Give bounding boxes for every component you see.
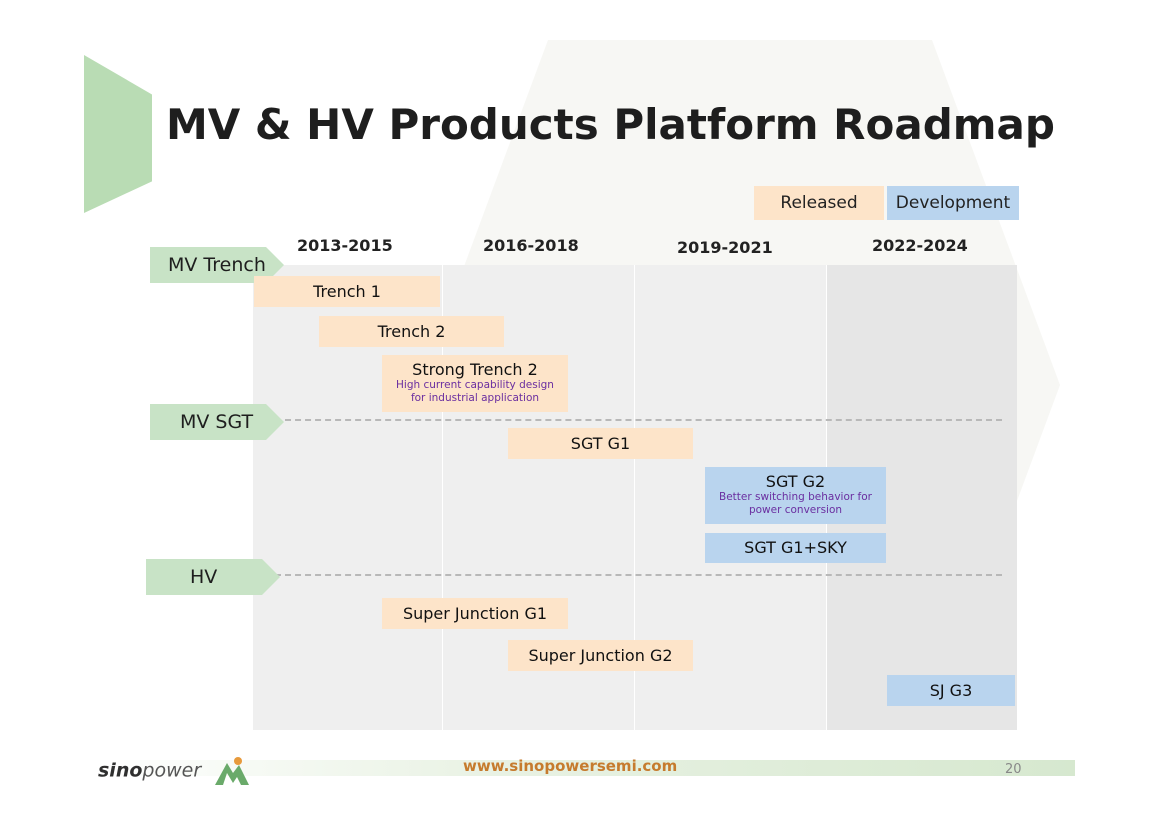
bar-label: Trench 2 (377, 322, 446, 341)
period-label: 2022-2024 (872, 236, 968, 255)
column-divider (442, 265, 443, 730)
legend-development: Development (887, 186, 1019, 220)
footer-website: www.sinopowersemi.com (463, 757, 678, 775)
roadmap-bar-sgt-g1-sky: SGT G1+SKY (705, 533, 886, 563)
roadmap-bar-super-junction-g1: Super Junction G1 (382, 598, 568, 629)
company-logo: sinopower (98, 755, 251, 787)
roadmap-bar-sgt-g1: SGT G1 (508, 428, 693, 459)
period-label: 2016-2018 (483, 236, 579, 255)
roadmap-bar-super-junction-g2: Super Junction G2 (508, 640, 693, 671)
bar-label: Strong Trench 2 (412, 360, 538, 379)
logo-mark-icon (215, 757, 250, 785)
roadmap-bar-strong-trench-2: Strong Trench 2 High current capability … (382, 355, 568, 412)
page-number: 20 (1005, 762, 1022, 777)
slide-accent-triangle (84, 55, 152, 213)
page-title: MV & HV Products Platform Roadmap (166, 100, 1055, 149)
bar-label: SGT G1 (570, 434, 631, 453)
footer-band (95, 760, 1075, 776)
bar-note: High current capability design (396, 379, 554, 391)
category-mv-sgt: MV SGT (150, 404, 284, 440)
category-hv: HV (146, 559, 280, 595)
bar-label: Super Junction G2 (528, 646, 673, 665)
bar-label: Super Junction G1 (402, 604, 548, 623)
bar-note: for industrial application (410, 392, 540, 404)
bar-note: Better switching behavior for (719, 491, 872, 503)
bar-label: SGT G2 (765, 472, 826, 491)
bar-label: SJ G3 (929, 681, 973, 700)
period-label: 2019-2021 (677, 238, 773, 257)
section-divider (275, 419, 1002, 421)
bar-label: SGT G1+SKY (744, 538, 847, 557)
column-divider (634, 265, 635, 730)
roadmap-bar-trench-1: Trench 1 (254, 276, 440, 307)
roadmap-bar-trench-2: Trench 2 (319, 316, 504, 347)
bar-label: Trench 1 (313, 282, 381, 301)
legend-released: Released (754, 186, 884, 220)
logo-rest-text: power (142, 759, 202, 782)
roadmap-bar-sj-g3: SJ G3 (887, 675, 1015, 706)
bar-note: power conversion (748, 504, 843, 516)
roadmap-bar-sgt-g2: SGT G2 Better switching behavior for pow… (705, 467, 886, 524)
period-label: 2013-2015 (297, 236, 393, 255)
logo-brand-text: sino (98, 759, 143, 782)
section-divider (275, 574, 1002, 576)
